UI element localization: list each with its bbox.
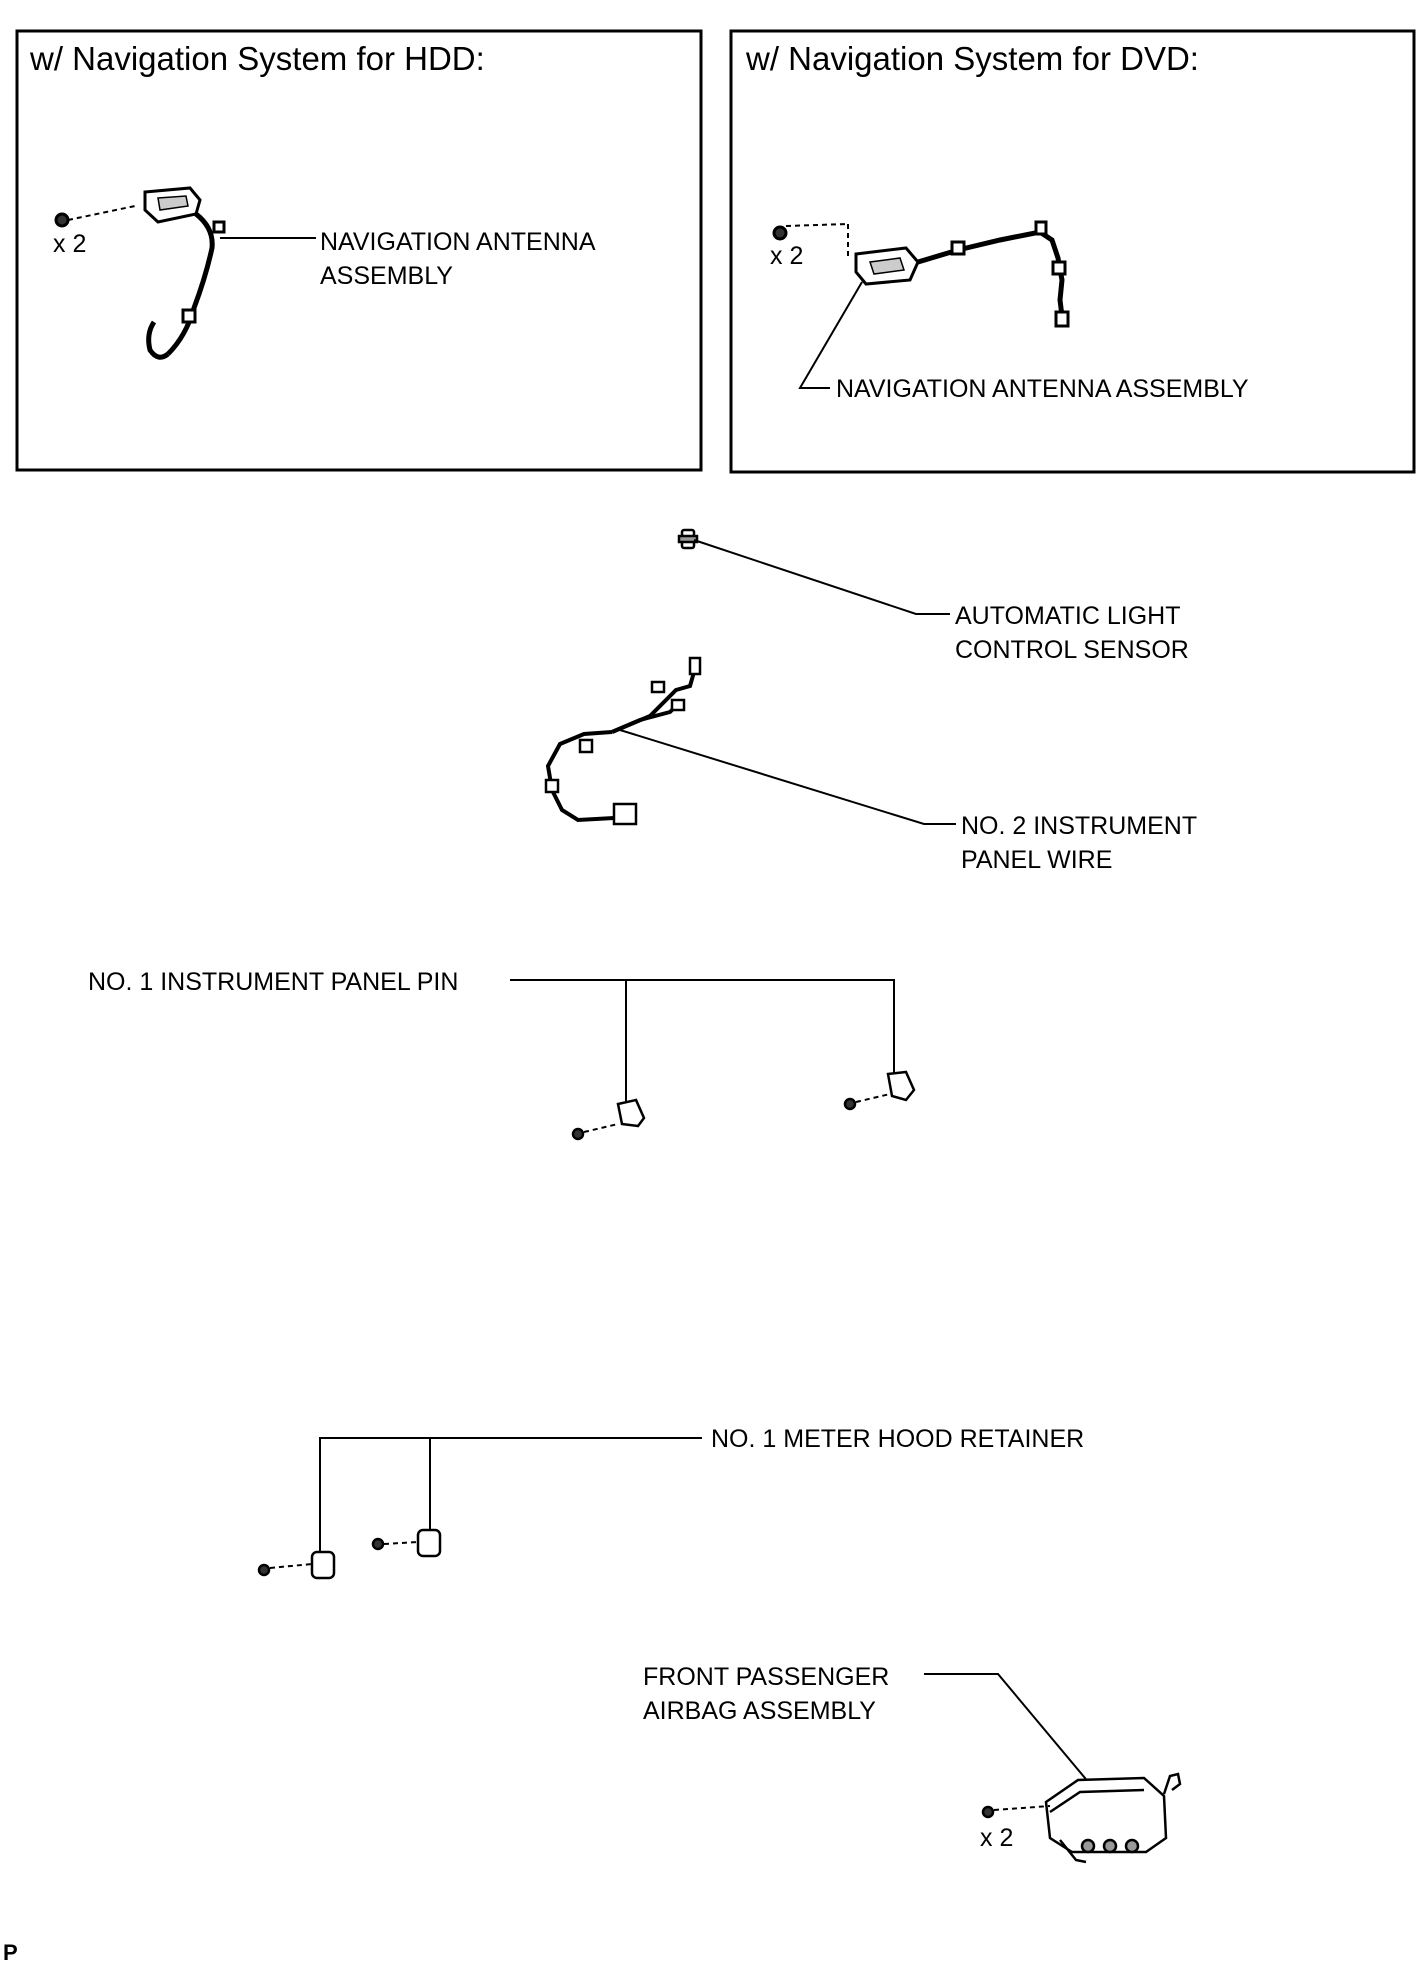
panel-wire-leader (619, 729, 956, 825)
panel-pin-label: NO. 1 INSTRUMENT PANEL PIN (88, 968, 458, 996)
airbag-qty: x 2 (980, 1824, 1013, 1852)
hdd-qty: x 2 (53, 230, 86, 258)
meter-hood-label: NO. 1 METER HOOD RETAINER (711, 1425, 1084, 1453)
meter-hood-leader (319, 1437, 702, 1556)
light-sensor-leader (693, 539, 950, 615)
airbag-leader (924, 1673, 1091, 1785)
corner-mark: P (3, 1940, 18, 1963)
airbag-label-line2: AIRBAG ASSEMBLY (643, 1697, 876, 1725)
dvd-label: NAVIGATION ANTENNA ASSEMBLY (836, 375, 1249, 403)
dvd-panel-title: w/ Navigation System for DVD: (745, 40, 1199, 77)
panel-wire-label-line1: NO. 2 INSTRUMENT (961, 812, 1197, 840)
airbag-label-line1: FRONT PASSENGER (643, 1663, 889, 1691)
hdd-panel-frame (15, 29, 703, 472)
light-sensor-label-line1: AUTOMATIC LIGHT (955, 602, 1180, 630)
dvd-qty: x 2 (770, 242, 803, 270)
hdd-panel-title: w/ Navigation System for HDD: (29, 40, 485, 77)
light-sensor-label-line2: CONTROL SENSOR (955, 636, 1189, 664)
airbag-drawing (981, 1772, 1182, 1864)
dvd-leader (798, 281, 863, 389)
hdd-antenna-drawing (54, 186, 226, 360)
panel-pin-leader (510, 979, 895, 1080)
panel-wire-label-line2: PANEL WIRE (961, 846, 1112, 874)
dvd-antenna-drawing (772, 220, 1070, 328)
hdd-label-line2: ASSEMBLY (320, 262, 453, 290)
panel-pin-drawing (571, 1070, 916, 1141)
dvd-panel-frame (729, 29, 1416, 474)
panel-wire-drawing (544, 656, 702, 826)
light-sensor-drawing (677, 528, 699, 550)
meter-hood-drawing (257, 1528, 442, 1580)
hdd-label-line1: NAVIGATION ANTENNA (320, 228, 596, 256)
